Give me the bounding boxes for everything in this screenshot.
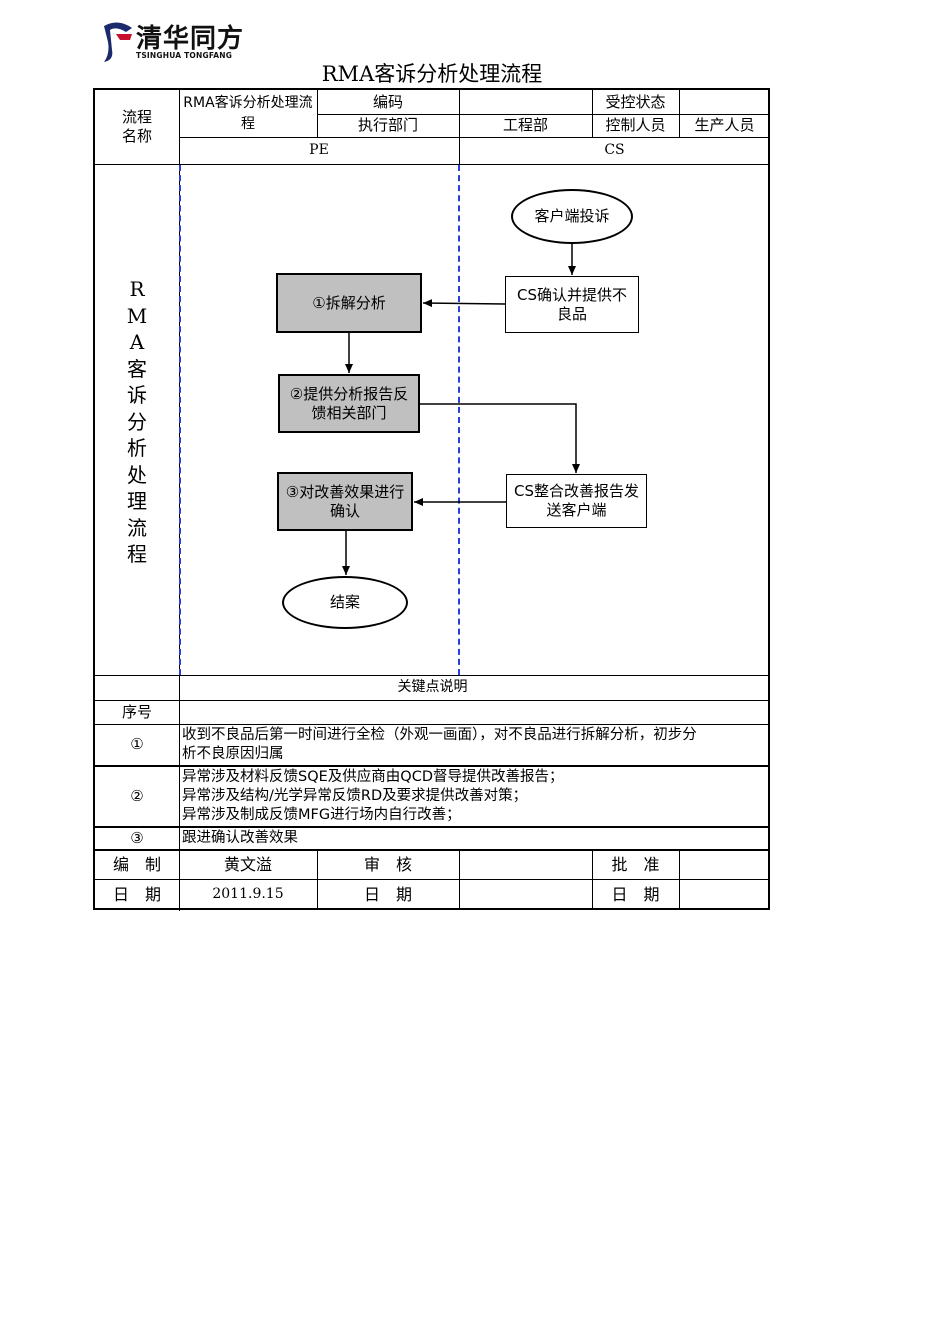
flow-arrows (342, 244, 580, 575)
cs-integrate-node: CS整合改善报告发送客户端 (506, 474, 647, 528)
approve-date-label: 日 期 (611, 885, 660, 904)
date-label: 日 期 (112, 885, 161, 904)
grid-line (679, 90, 680, 137)
verify-node: ③对改善效果进行确认 (277, 472, 413, 531)
lane-divider (179, 165, 181, 675)
report-node: ②提供分析报告反馈相关部门 (278, 374, 420, 433)
code-label: 编码 (372, 92, 403, 111)
control-status-label: 受控状态 (605, 92, 666, 111)
controller-label: 控制人员 (605, 116, 666, 134)
key-point-seq: ② (130, 786, 144, 805)
start-node: 客户端投诉 (511, 189, 633, 244)
lane-header-cs: CS (604, 142, 625, 158)
seq-label: 序号 (121, 702, 152, 721)
grid-line (95, 164, 770, 165)
key-point-text: 收到不良品后第一时间进行全检（外观一画面），对不良品进行拆解分析，初步分 析不良… (182, 726, 697, 762)
prepared-label: 编 制 (112, 855, 161, 874)
key-point-text: 异常涉及材料反馈SQE及供应商由QCD督导提供改善报告； 异常涉及结构/光学异常… (182, 768, 564, 823)
controller-value: 生产人员 (694, 116, 755, 134)
lane-divider (458, 165, 460, 675)
grid-line (179, 850, 180, 910)
approve-value (679, 850, 770, 879)
grid-line (317, 850, 318, 910)
cs-confirm-node: CS确认并提供不良品 (505, 276, 639, 333)
grid-line (317, 90, 318, 137)
grid-line (679, 850, 680, 910)
company-logo: 清华同方 TSINGHUA TONGFANG (100, 18, 243, 64)
flow-vertical-label: R M A 客 诉 分 析 处 理 流 程 (126, 277, 148, 566)
grid-line (459, 850, 460, 910)
review-value (459, 850, 592, 879)
grid-line (179, 137, 770, 138)
review-date-label: 日 期 (363, 885, 412, 904)
key-point-seq: ① (130, 735, 144, 753)
disassemble-node: ①拆解分析 (276, 273, 422, 333)
grid-line (317, 114, 770, 115)
logo-emblem-icon (104, 22, 132, 63)
grid-line (95, 879, 770, 880)
grid-line (179, 701, 180, 911)
process-name-label: 流程 名称 (121, 108, 152, 145)
review-label: 审 核 (363, 855, 412, 874)
document-title: RMA客诉分析处理流程 (321, 62, 543, 86)
arrow-confirm-to-disassemble (422, 299, 506, 308)
process-sheet: 流程 名称 RMA客诉分析处理流程 编码 受控状态 执行部门 工程部 控制人员 … (93, 88, 770, 911)
grid-line (592, 850, 593, 910)
arrow-report-to-integrate (420, 403, 580, 473)
date-value: 2011.9.15 (212, 886, 284, 902)
lane-header-pe: PE (309, 142, 329, 158)
exec-dept-label: 执行部门 (357, 116, 418, 134)
approve-date-value (679, 880, 770, 909)
grid-line (95, 849, 770, 851)
grid-line (95, 826, 770, 828)
grid-line (592, 90, 593, 137)
grid-line (95, 675, 770, 676)
review-date-value (459, 880, 592, 909)
key-point-seq: ③ (130, 828, 144, 847)
prepared-value: 黄文溢 (223, 855, 272, 874)
key-points-title: 关键点说明 (397, 679, 468, 695)
logo-name-en: TSINGHUA TONGFANG (136, 51, 233, 60)
grid-line (95, 724, 770, 725)
grid-line (95, 700, 770, 701)
grid-line (95, 765, 770, 767)
exec-dept-value: 工程部 (502, 116, 548, 134)
process-name-value: RMA客诉分析处理流程 (183, 94, 313, 132)
grid-line (459, 90, 460, 164)
key-point-text: 跟进确认改善效果 (182, 829, 298, 846)
approve-label: 批 准 (611, 855, 660, 874)
logo-name-cn: 清华同方 (136, 24, 245, 54)
end-node: 结案 (282, 576, 408, 629)
